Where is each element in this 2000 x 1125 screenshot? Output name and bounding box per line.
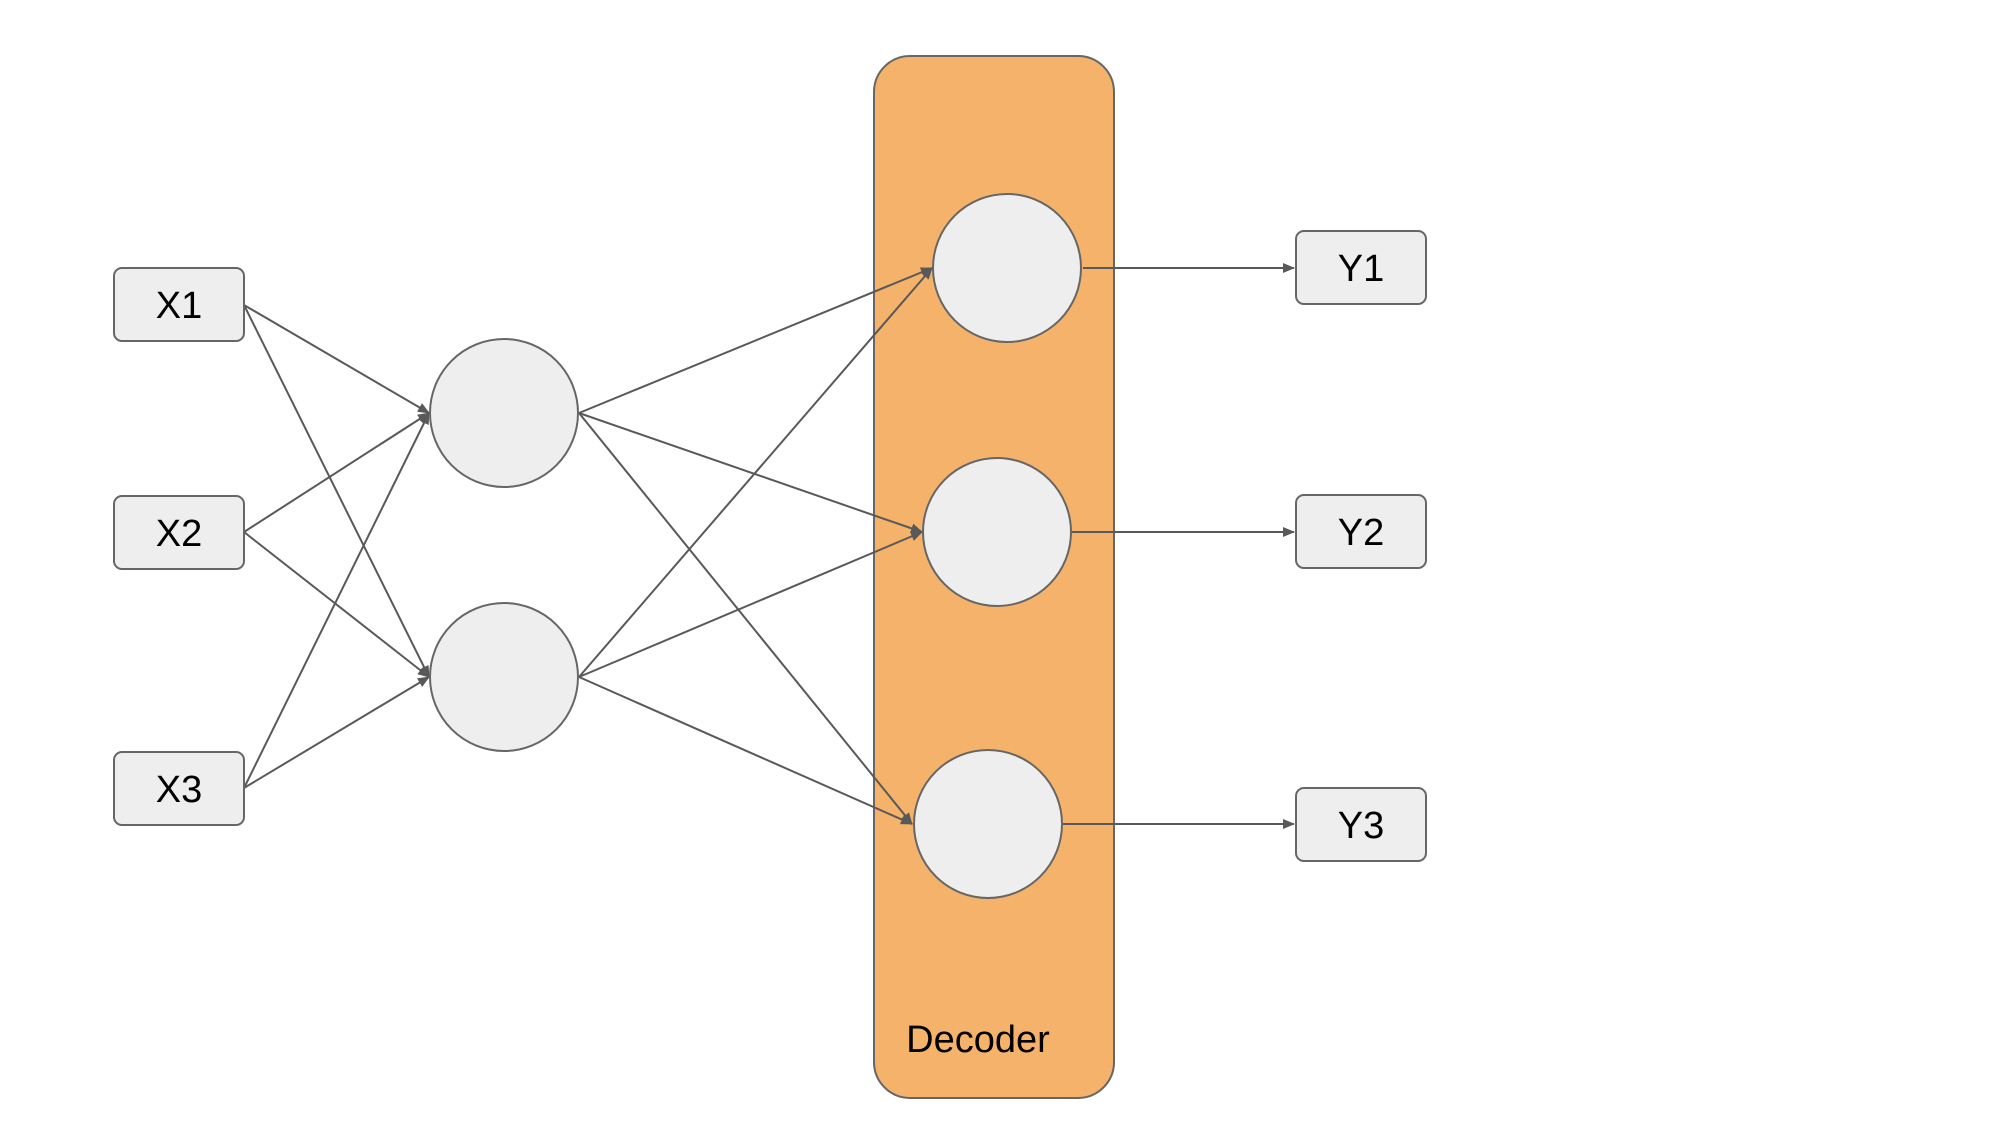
- output-label-y1: Y1: [1338, 248, 1384, 290]
- input-label-x2: X2: [156, 513, 202, 555]
- input-box: X1: [113, 267, 245, 342]
- decoder-node-2: [922, 457, 1072, 607]
- edge-h1-d2: [578, 412, 923, 534]
- edge-h1-d1: [578, 267, 933, 414]
- output-label-y2: Y2: [1338, 512, 1384, 554]
- edge-h1-d3: [578, 412, 913, 825]
- decoder-label: Decoder: [906, 1019, 1050, 1061]
- output-box: Y2: [1295, 494, 1427, 569]
- edge-x3-h2: [243, 676, 430, 789]
- output-label-y3: Y3: [1338, 805, 1384, 847]
- output-box: Y1: [1295, 230, 1427, 305]
- hidden-node-2: [429, 602, 579, 752]
- hidden-to-decoder-edges: [578, 267, 933, 825]
- decoder-to-output-edges: [1063, 263, 1295, 829]
- edge-x1-h2: [243, 304, 430, 678]
- input-label-x1: X1: [156, 285, 202, 327]
- input-box-x1: [113, 267, 245, 342]
- input-box-x2: [113, 495, 245, 570]
- input-box: X2: [113, 495, 245, 570]
- input-label-x3: X3: [156, 769, 202, 811]
- edge-x2-h2: [243, 531, 430, 678]
- input-box: X3: [113, 751, 245, 826]
- edge-x1-h1: [243, 304, 430, 414]
- output-box-y3: [1295, 787, 1427, 862]
- hidden-layer: [429, 338, 579, 752]
- hidden-node-1: [429, 338, 579, 488]
- edge-h2-d1: [578, 267, 933, 678]
- input-layer: X1 X2 X3: [113, 267, 245, 826]
- input-to-hidden-edges: [243, 304, 430, 789]
- edge-h2-d2: [578, 531, 923, 678]
- decoder-node-1: [932, 193, 1082, 343]
- output-box-y1: [1295, 230, 1427, 305]
- decoder-node-3: [913, 749, 1063, 899]
- input-box-x3: [113, 751, 245, 826]
- edge-h2-d3: [578, 676, 913, 825]
- output-box: Y3: [1295, 787, 1427, 862]
- edge-x3-h1: [243, 412, 430, 789]
- edge-x2-h1: [243, 412, 430, 533]
- output-box-y2: [1295, 494, 1427, 569]
- output-layer: Y1 Y2 Y3: [1295, 230, 1427, 862]
- decoder-layer: [913, 193, 1082, 899]
